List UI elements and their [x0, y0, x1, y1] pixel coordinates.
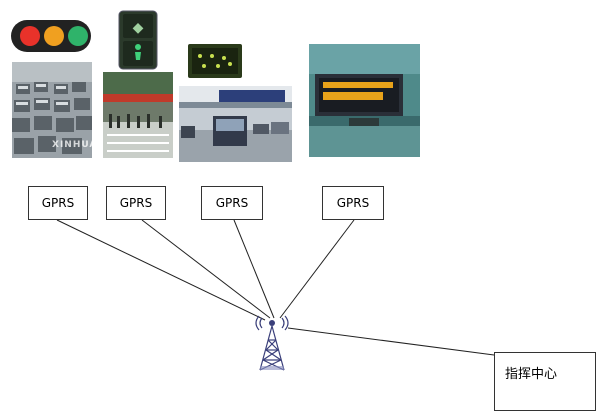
link-gprs-1 [56, 219, 266, 321]
pedestrian-signal-icon: ◆ [118, 10, 158, 70]
radio-tower-icon [254, 314, 290, 372]
highway-led-sign-photo [309, 44, 420, 157]
gprs-box-4: GPRS [322, 186, 384, 220]
led-signal-panel-icon [188, 44, 242, 78]
link-gprs-3 [233, 219, 275, 319]
command-center-label: 指挥中心 [505, 367, 558, 382]
gprs-box-3: GPRS [201, 186, 263, 220]
svg-text:◆: ◆ [133, 20, 144, 36]
link-gprs-4 [279, 219, 355, 319]
road-bus-photo [179, 86, 292, 162]
photo-watermark: XINHUA [52, 140, 92, 150]
traffic-light-icon [10, 18, 92, 54]
link-command-center [287, 327, 495, 356]
crowd-crossing-photo [103, 72, 173, 158]
link-gprs-2 [141, 219, 271, 319]
traffic-jam-photo: XINHUA [12, 62, 92, 158]
command-center-box: 指挥中心 [494, 352, 596, 411]
gprs-box-2: GPRS [106, 186, 166, 220]
gprs-box-1: GPRS [28, 186, 88, 220]
